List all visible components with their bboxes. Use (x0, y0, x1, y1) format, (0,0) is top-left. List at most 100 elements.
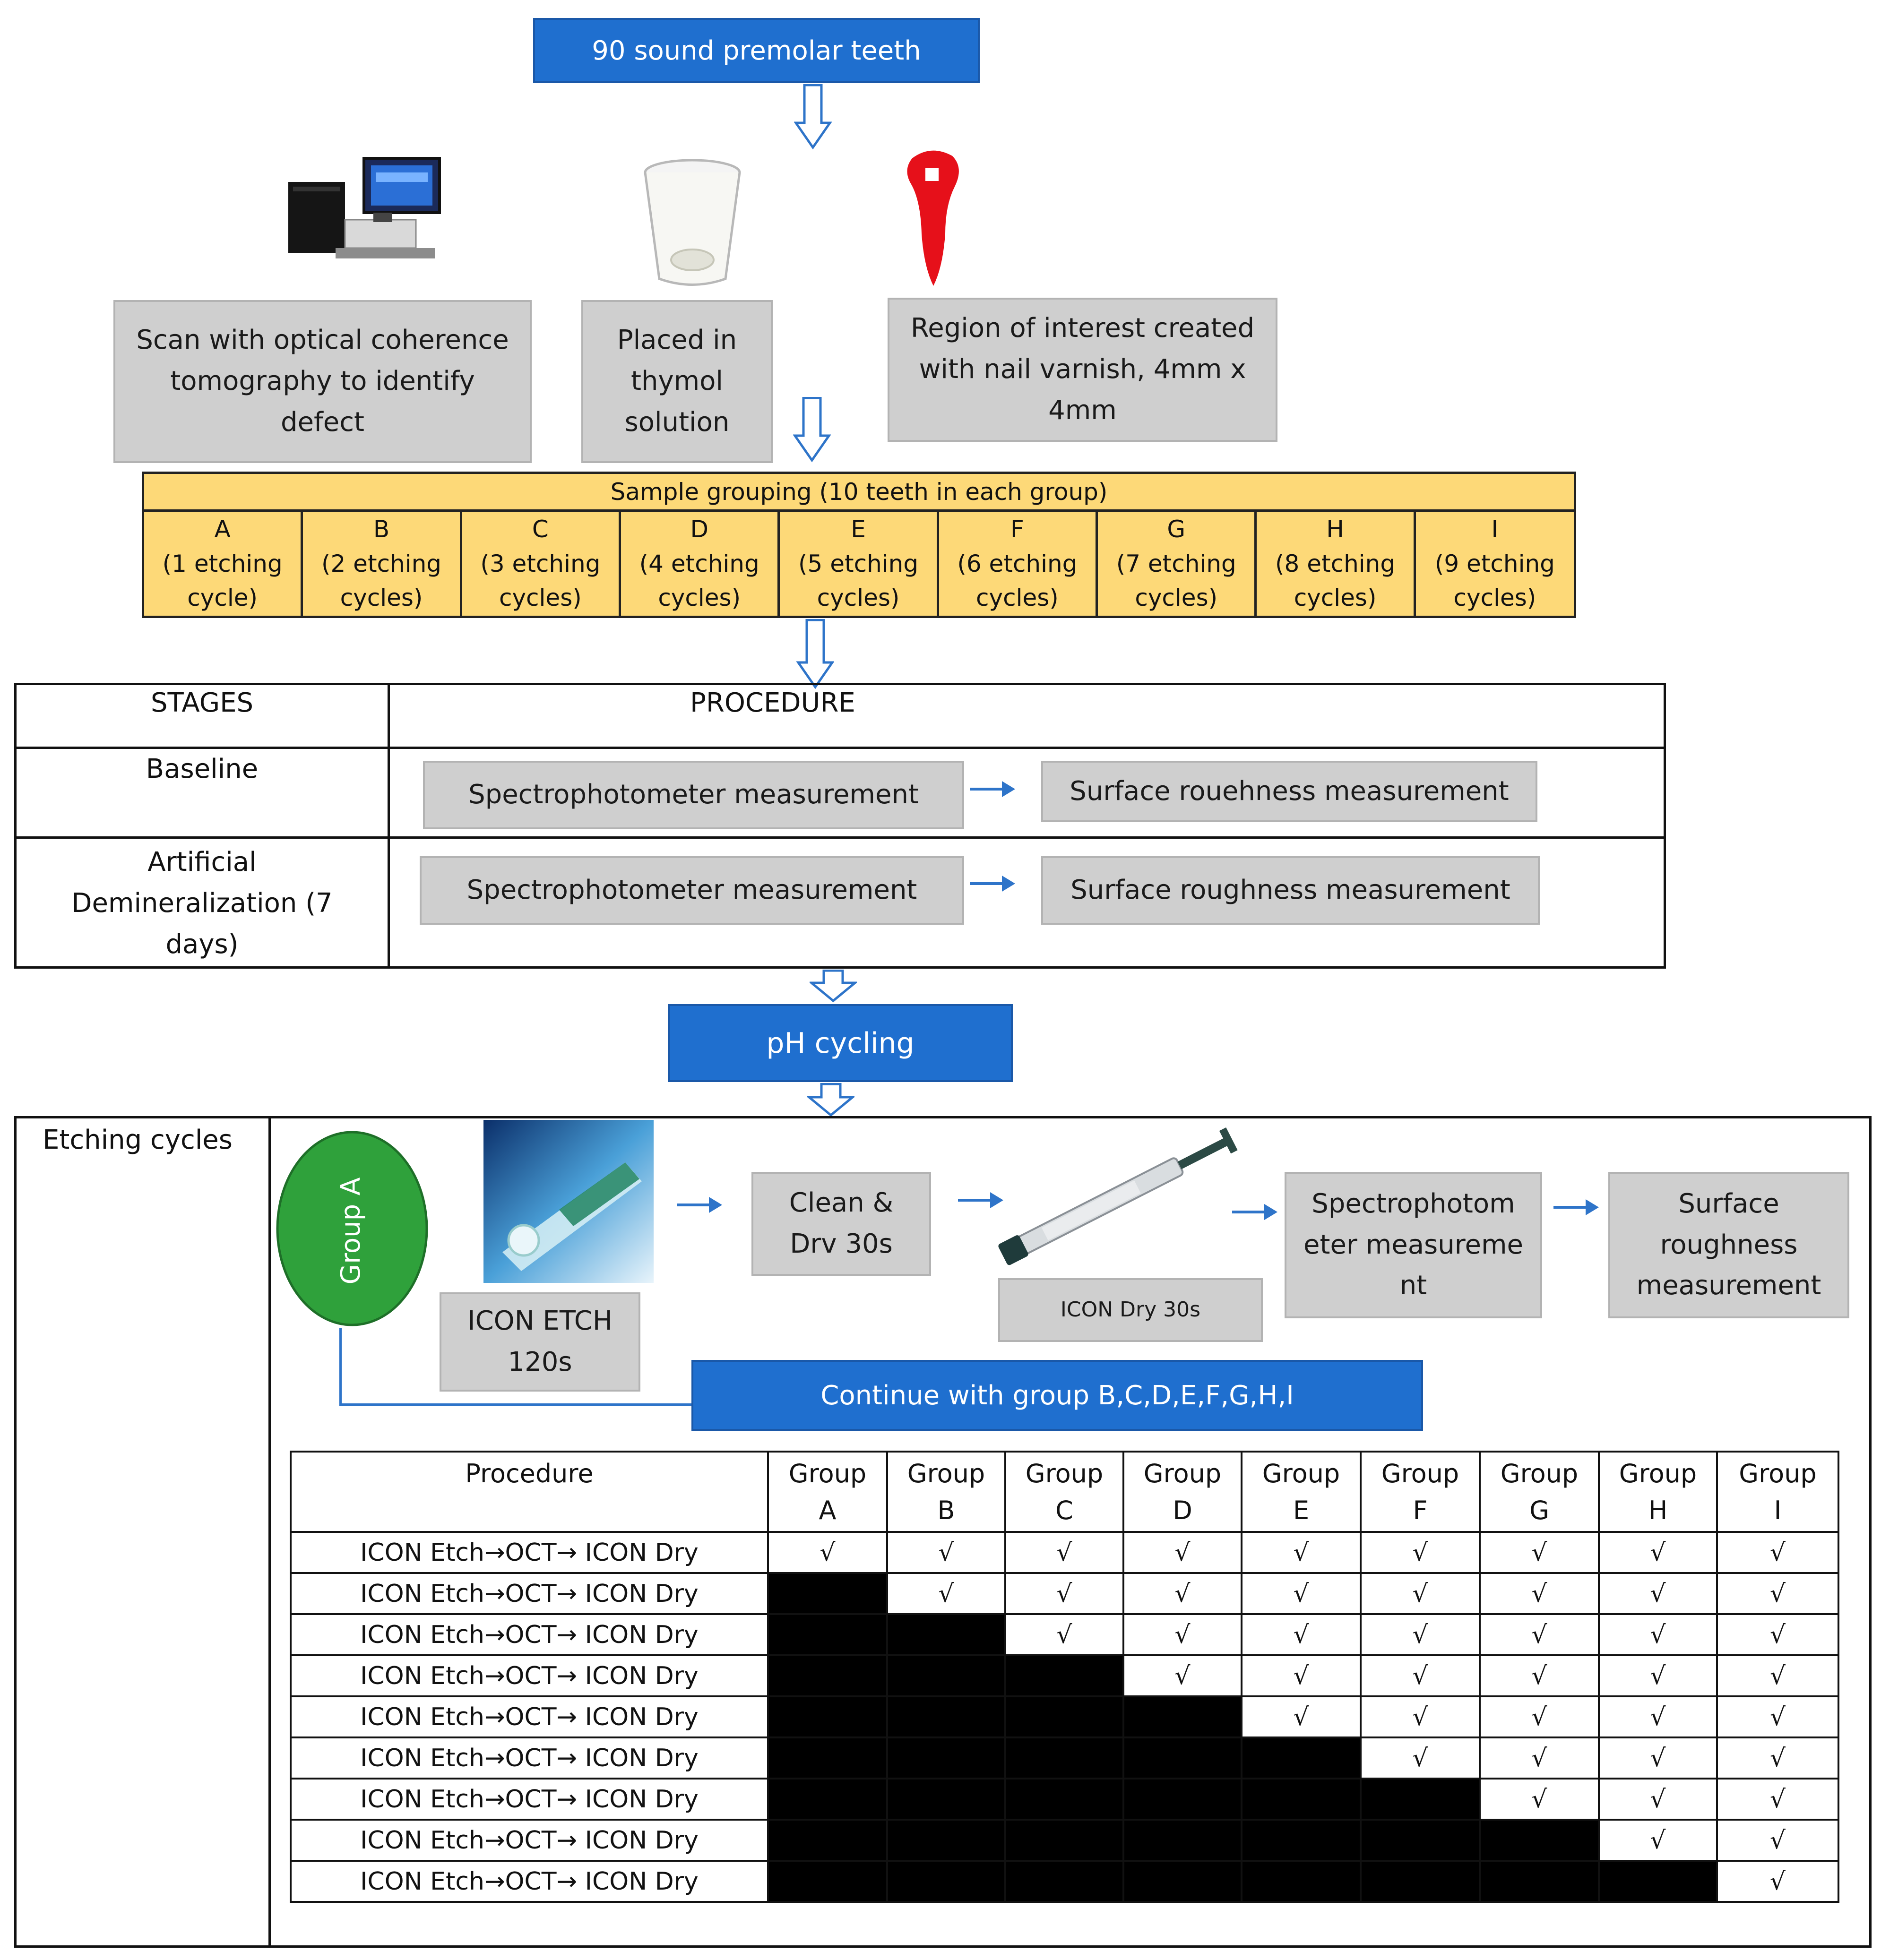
blank-cell (1479, 1860, 1600, 1903)
group-cell-e: E(5 etching cycles) (777, 509, 939, 618)
check-mark: √ (1122, 1531, 1242, 1574)
blank-cell (886, 1736, 1006, 1779)
group-col-header: Group A (767, 1451, 888, 1533)
group-cells: A(1 etching cycle) B(2 etching cycles) C… (142, 509, 1577, 618)
right-arrow-icon (970, 781, 1015, 797)
blank-cell (767, 1654, 888, 1697)
procedure-col-header: Procedure (290, 1451, 769, 1533)
procedure-row-label: ICON Etch→OCT→ ICON Dry (290, 1860, 769, 1903)
group-cell-i: I(9 etching cycles) (1413, 509, 1577, 618)
blank-cell (767, 1736, 888, 1779)
right-arrow-icon (1232, 1204, 1277, 1220)
check-mark: √ (1004, 1572, 1124, 1615)
blank-cell (1360, 1860, 1481, 1903)
check-mark: √ (1241, 1654, 1362, 1697)
blank-cell (1241, 1736, 1362, 1779)
check-mark: √ (1241, 1695, 1362, 1738)
blank-cell (1004, 1819, 1124, 1862)
group-a-circle (276, 1131, 428, 1326)
right-arrow-icon (677, 1197, 722, 1213)
blank-cell (767, 1819, 888, 1862)
check-mark: √ (1598, 1531, 1718, 1574)
roi-varnish-step: Region of interest created with nail var… (888, 298, 1277, 442)
thymol-step: Placed in thymol solution (581, 300, 773, 463)
check-mark: √ (1241, 1613, 1362, 1656)
procedure-row-label: ICON Etch→OCT→ ICON Dry (290, 1531, 769, 1574)
procedure-row: ICON Etch→OCT→ ICON Dry√√ (290, 1819, 1839, 1862)
stages-header: STAGES (150, 688, 254, 718)
tooth-varnish-icon (907, 150, 959, 286)
blank-cell (1241, 1819, 1362, 1862)
demin-spectro-step: Spectrophotometer measurement (420, 856, 964, 925)
connector-line (339, 1403, 691, 1406)
blank-cell (1122, 1778, 1242, 1821)
oct-scan-step: Scan with optical coherence tomography t… (113, 300, 532, 463)
blank-cell (1004, 1654, 1124, 1697)
baseline-roughness-step: Surface rouehness measurement (1041, 761, 1537, 822)
check-mark: √ (1360, 1531, 1481, 1574)
etching-divider (268, 1116, 271, 1948)
down-arrow-icon (793, 397, 831, 463)
blank-cell (886, 1860, 1006, 1903)
check-mark: √ (1598, 1819, 1718, 1862)
check-mark: √ (1479, 1531, 1600, 1574)
group-cell-d: D(4 etching cycles) (619, 509, 780, 618)
check-mark: √ (1360, 1736, 1481, 1779)
group-col-header: Group E (1241, 1451, 1362, 1533)
procedure-table-body: ICON Etch→OCT→ ICON Dry√√√√√√√√√ICON Etc… (290, 1531, 1839, 1903)
check-mark: √ (1598, 1613, 1718, 1656)
group-col-header: Group C (1004, 1451, 1124, 1533)
check-mark: √ (1598, 1695, 1718, 1738)
blank-cell (1122, 1860, 1242, 1903)
check-mark: √ (1716, 1819, 1839, 1862)
stages-row-line (14, 747, 1666, 749)
right-arrow-icon (958, 1192, 1003, 1208)
ph-cycling-box: pH cycling (668, 1004, 1013, 1082)
group-col-header: Group H (1598, 1451, 1718, 1533)
check-mark: √ (886, 1572, 1006, 1615)
blank-cell (1004, 1736, 1124, 1779)
check-mark: √ (1716, 1572, 1839, 1615)
blank-cell (1360, 1819, 1481, 1862)
procedure-row-label: ICON Etch→OCT→ ICON Dry (290, 1736, 769, 1779)
blank-cell (1004, 1778, 1124, 1821)
blank-cell (767, 1778, 888, 1821)
right-arrow-icon (970, 876, 1015, 892)
check-mark: √ (1122, 1654, 1242, 1697)
check-mark: √ (1479, 1778, 1600, 1821)
procedure-header: PROCEDURE (690, 688, 855, 718)
check-mark: √ (1479, 1572, 1600, 1615)
blank-cell (767, 1572, 888, 1615)
group-a-label: Group A (336, 1177, 366, 1285)
thymol-cup-icon (644, 159, 741, 286)
check-mark: √ (767, 1531, 888, 1574)
check-mark: √ (1360, 1654, 1481, 1697)
down-arrow-icon (796, 619, 834, 689)
procedure-row: ICON Etch→OCT→ ICON Dry√√√√ (290, 1736, 1839, 1779)
check-mark: √ (1716, 1613, 1839, 1656)
check-mark: √ (1360, 1695, 1481, 1738)
check-mark: √ (1598, 1736, 1718, 1779)
check-mark: √ (1241, 1572, 1362, 1615)
group-cell-c: C(3 etching cycles) (459, 509, 621, 618)
group-col-header: Group F (1360, 1451, 1481, 1533)
blank-cell (1241, 1860, 1362, 1903)
check-mark: √ (1716, 1531, 1839, 1574)
etching-cycles-table (14, 1116, 1872, 1948)
baseline-spectro-step: Spectrophotometer measurement (423, 761, 964, 829)
group-cell-b: B(2 etching cycles) (301, 509, 462, 618)
stages-table (14, 683, 1666, 969)
blank-cell (767, 1695, 888, 1738)
procedure-table: Procedure Group A Group B Group C Group … (290, 1451, 1839, 1903)
blank-cell (1360, 1778, 1481, 1821)
icon-dry-step: ICON Dry 30s (998, 1278, 1263, 1342)
group-cell-g: G(7 etching cycles) (1096, 509, 1257, 618)
stage-artificial-demineralization: Artificial Demineralization (7 days) (71, 847, 333, 960)
check-mark: √ (1716, 1736, 1839, 1779)
icon-etch-step: ICON ETCH 120s (440, 1292, 640, 1392)
blank-cell (1004, 1860, 1124, 1903)
group-cell-f: F(6 etching cycles) (936, 509, 1098, 618)
down-arrow-icon (810, 970, 857, 1003)
down-arrow-icon (807, 1083, 854, 1117)
check-mark: √ (1479, 1695, 1600, 1738)
